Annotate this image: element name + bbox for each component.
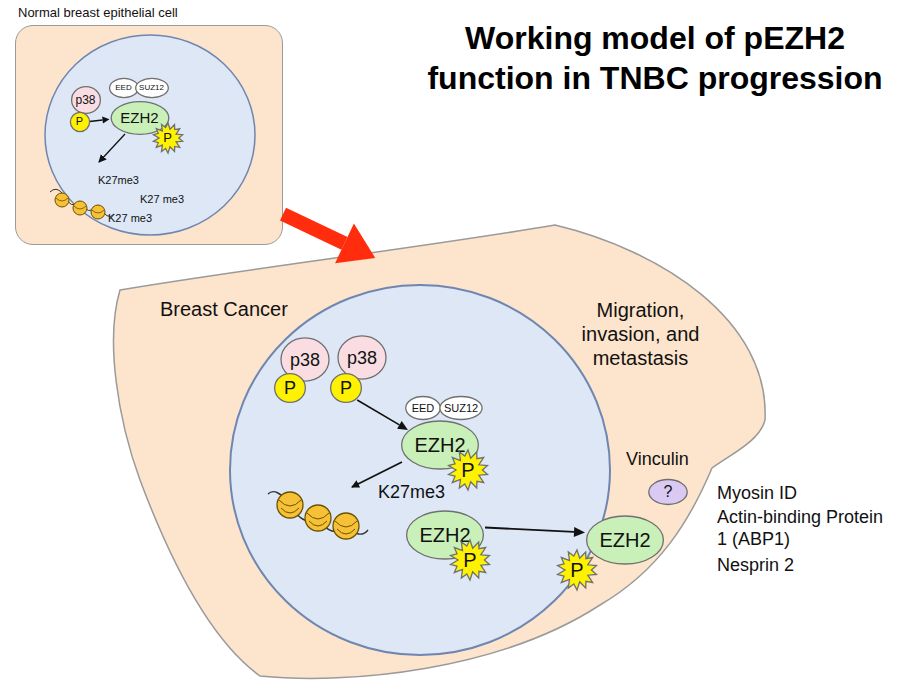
ellipse-outline	[275, 374, 306, 403]
nucleosome-wrap	[56, 198, 104, 213]
unknown-protein: ?	[648, 479, 688, 505]
node-label: SUZ12	[139, 84, 164, 92]
label-box: K27 me3	[108, 212, 152, 225]
nucleosome-wrap	[279, 500, 357, 534]
title-box: Working model of pEZH2 function in TNBC …	[415, 18, 895, 98]
node-label: P	[340, 379, 352, 397]
label-box: Migration, invasion, and metastasis	[558, 298, 723, 370]
label-box: K27me3	[378, 482, 445, 504]
label-box: K27me3	[98, 174, 139, 187]
ellipse-outline	[135, 78, 168, 97]
cell-membrane	[114, 225, 766, 678]
arrow-connector	[90, 117, 110, 124]
node-label: EZH2	[599, 530, 650, 550]
text-label: Myosin ID	[717, 483, 797, 505]
node-label: P	[163, 131, 172, 144]
node-label: EZH2	[414, 435, 465, 455]
node-label: EED	[115, 84, 131, 92]
node-label: SUZ12	[444, 403, 478, 414]
label-box: K27 me3	[140, 193, 184, 206]
node-label: EED	[412, 403, 435, 414]
ellipse-outline	[331, 374, 362, 403]
ellipse-outline	[406, 396, 441, 419]
methylation-arrow	[99, 134, 125, 162]
node-label: P	[461, 460, 474, 480]
phospho-circle: P	[274, 373, 306, 403]
phospho-circle: P	[330, 373, 362, 403]
arrowhead	[574, 527, 585, 537]
ellipse-outline	[440, 396, 482, 419]
phospho-star: P	[448, 450, 488, 490]
arrowhead	[102, 117, 109, 124]
text-label: K27 me3	[140, 193, 184, 206]
node-label: ?	[664, 484, 673, 500]
connector-line	[357, 400, 399, 425]
protein-ellipse: SUZ12	[439, 396, 483, 420]
cell-heading: Breast Cancer	[160, 298, 288, 321]
label-box: Vinculin	[626, 449, 689, 471]
ellipse-outline	[109, 78, 138, 97]
protein-ellipse: EED	[109, 78, 139, 98]
connector-line	[90, 120, 103, 122]
protein-ellipse: SUZ12	[135, 78, 169, 98]
text-label: K27me3	[98, 174, 139, 187]
arrow-connector	[485, 527, 585, 537]
phospho-circle: P	[70, 112, 90, 132]
cell-heading: Normal breast epithelial cell	[18, 5, 178, 20]
nucleus	[45, 35, 255, 235]
node-label: P	[463, 550, 476, 570]
node-label: p38	[347, 349, 377, 367]
text-label: K27me3	[378, 482, 445, 504]
phospho-star: P	[557, 550, 597, 590]
title: Working model of pEZH2 function in TNBC …	[415, 18, 895, 98]
arrowhead	[397, 421, 408, 430]
nucleosome	[55, 193, 105, 219]
label-box: Myosin ID	[717, 483, 797, 505]
text-label: Migration, invasion, and metastasis	[558, 298, 723, 370]
nucleosome	[277, 492, 359, 539]
nucleus	[230, 285, 610, 655]
protein-ellipse: EED	[405, 396, 441, 420]
ellipse-outline	[649, 480, 687, 505]
connector-line	[485, 528, 574, 532]
node-label: P	[284, 379, 296, 397]
label-box: Actin-binding Protein 1 (ABP1)	[717, 507, 892, 550]
ellipse-outline	[70, 112, 89, 131]
arrow-connector	[283, 214, 375, 263]
arrowhead	[335, 223, 375, 263]
arrow-connector	[357, 400, 408, 430]
label-box: Nesprin 2	[717, 555, 794, 577]
ellipse-outline	[338, 336, 386, 379]
text-label: Vinculin	[626, 449, 689, 471]
ellipse-outline	[587, 516, 664, 564]
text-label: Nesprin 2	[717, 555, 794, 577]
node-label: EZH2	[419, 525, 470, 545]
node-label: P	[570, 560, 583, 580]
connector-line	[283, 214, 344, 243]
node-label: p38	[75, 94, 95, 106]
phospho-star: P	[450, 540, 490, 580]
node-label: EZH2	[120, 110, 158, 125]
methylation-arrow	[352, 462, 402, 487]
kinase-circle: p38	[71, 86, 101, 114]
ellipse-outline	[71, 86, 100, 113]
ezh2-ellipse: EZH2	[585, 515, 665, 565]
text-label: Actin-binding Protein 1 (ABP1)	[717, 507, 892, 550]
text-label: K27 me3	[108, 212, 152, 225]
node-label: p38	[290, 351, 320, 369]
phospho-star: P	[153, 123, 183, 153]
node-label: P	[76, 116, 83, 127]
